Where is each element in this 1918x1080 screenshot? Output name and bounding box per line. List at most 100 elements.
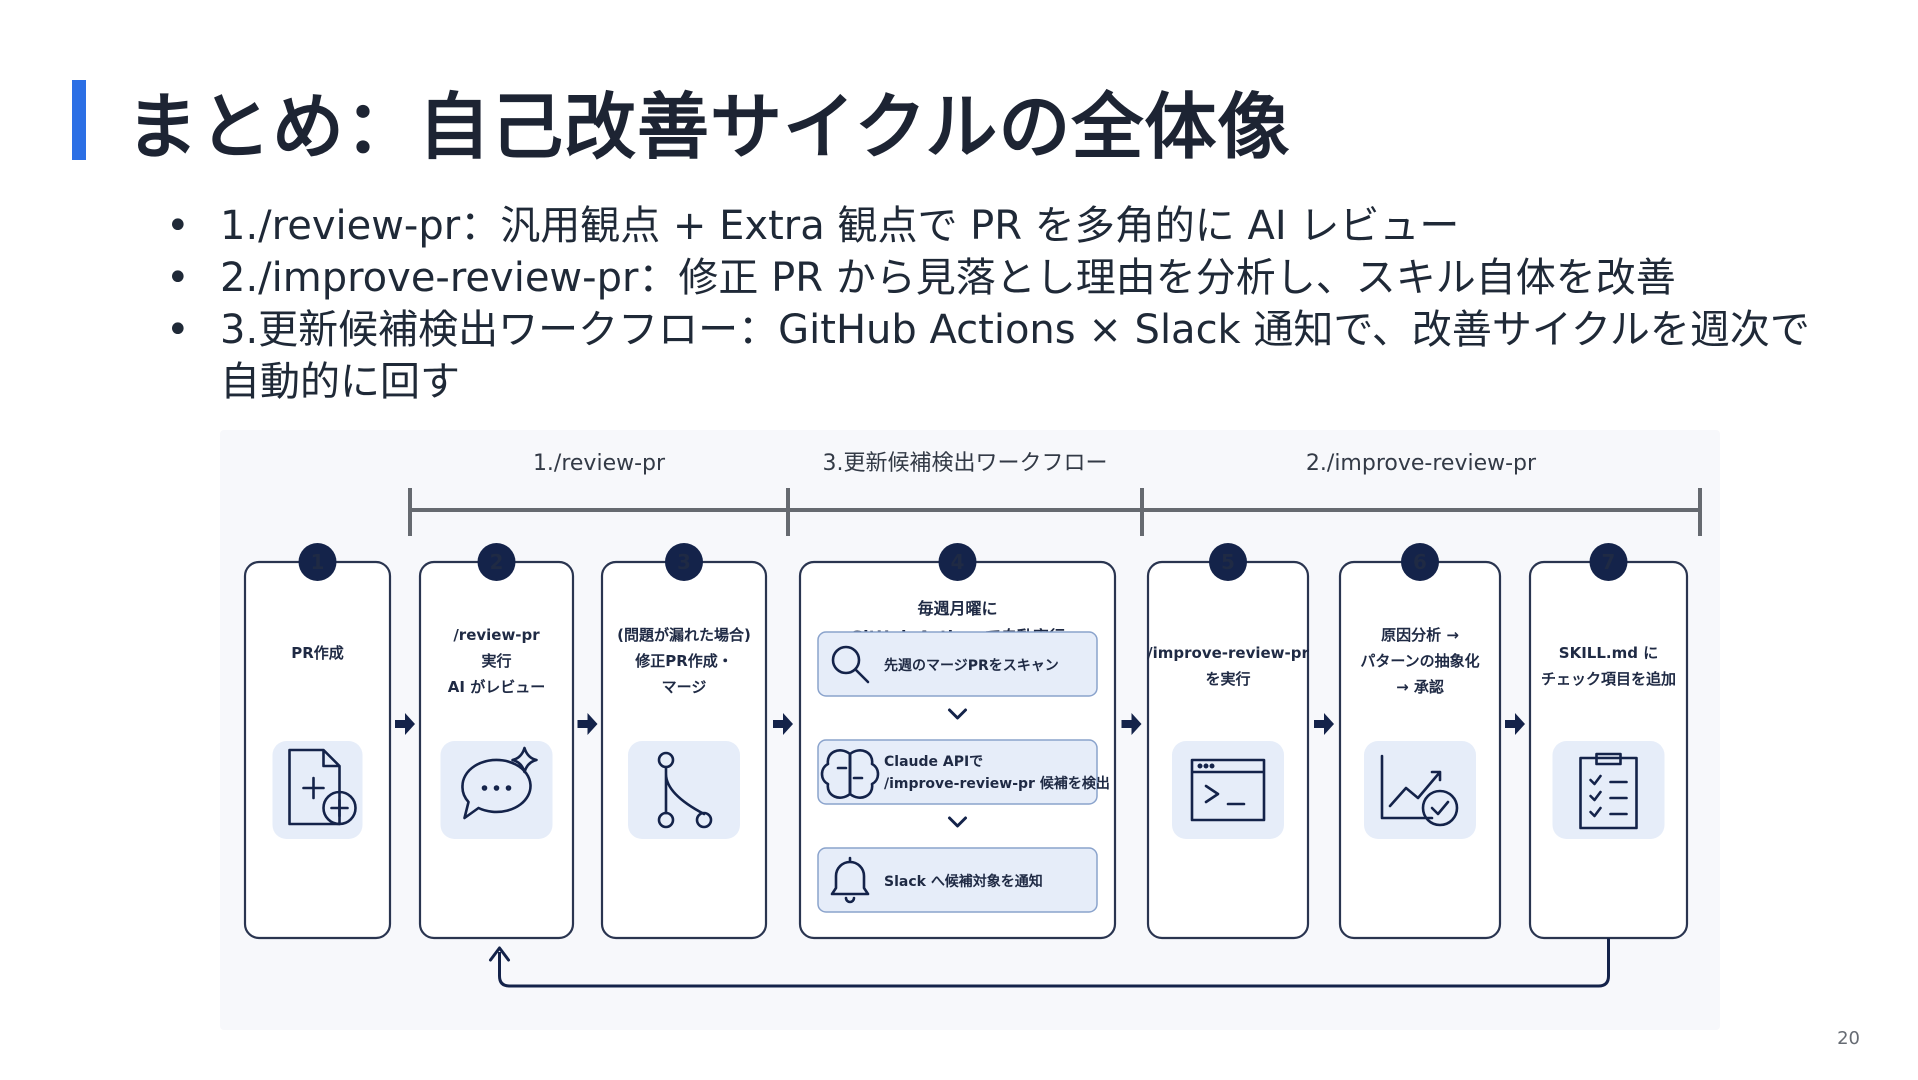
step-label-line: → 承認: [1396, 678, 1444, 696]
chart-check-icon-stroke: [1380, 754, 1434, 820]
step-number-badge: [665, 543, 703, 581]
substep-label: 先週のマージPRをスキャン: [884, 657, 1059, 674]
arrow-right-icon: [1121, 713, 1142, 735]
step-label-line: /improve-review-pr: [1147, 644, 1309, 662]
file-add-icon-stroke: [302, 776, 325, 800]
terminal-icon-stroke: [1204, 784, 1246, 806]
arrow-right-icon: [395, 713, 415, 735]
file-add-icon: [288, 748, 357, 826]
step-label-line: 実行: [481, 652, 511, 670]
arrow-up-icon: [489, 946, 510, 962]
page-number: 20: [1837, 1028, 1860, 1049]
icon-background: [1172, 741, 1284, 839]
step-label-line: チェック項目を追加: [1541, 670, 1676, 688]
substep-box: 先週のマージPRをスキャン: [817, 631, 1098, 697]
step-number: 4: [951, 550, 965, 574]
substep-frame: [817, 847, 1098, 913]
step-label-line: PR作成: [291, 644, 344, 662]
chevron-down-icon: [948, 816, 967, 828]
step-number: 6: [1413, 550, 1427, 574]
arrow-right-icon: [773, 713, 793, 735]
step-number: 2: [490, 550, 504, 574]
step-label-line: SKILL.md に: [1559, 644, 1658, 662]
arrow-right-icon: [1505, 713, 1525, 735]
chart-check-icon: [1380, 754, 1459, 827]
chevron-down-icon: [948, 708, 967, 720]
step-number-badge: [938, 543, 977, 581]
clipboard-check-icon-stroke: [1579, 752, 1638, 830]
terminal-icon-stroke: [1197, 763, 1203, 769]
clipboard-check-icon-stroke: [1589, 774, 1628, 786]
substep-frame: [817, 631, 1098, 697]
bell-icon-stroke: [830, 856, 870, 904]
arrow-right-icon: [1314, 713, 1334, 735]
phase-label: 1./review-pr: [533, 451, 666, 476]
chart-check-icon-stroke: [1388, 770, 1442, 808]
substep-box: Slack へ候補対象を通知: [817, 847, 1098, 913]
file-add-icon-stroke: [288, 748, 341, 826]
chart-check-icon-stroke: [1421, 789, 1459, 827]
workflow-diagram: 1./review-pr 3.更新候補検出ワークフロー 2./improve-rev…: [243, 451, 1702, 988]
terminal-icon-stroke: [1203, 763, 1209, 769]
step-card-5: 5/improve-review-pr を実行: [1146, 543, 1309, 940]
chart-check-icon-stroke: [1430, 800, 1450, 816]
step-label-line: を実行: [1205, 670, 1250, 688]
brain-icon-stroke: [820, 749, 852, 799]
chat-sparkle-icon-stroke: [493, 785, 500, 791]
step-card-2: 2/review-pr 実行 AI がレビュー: [418, 543, 575, 940]
step-number-badge: [1209, 543, 1247, 581]
step-number: 3: [677, 550, 691, 574]
chat-sparkle-icon-stroke: [505, 785, 512, 791]
substep-label: Claude APIで: [884, 754, 983, 770]
clipboard-check-icon-stroke: [1589, 806, 1628, 818]
bullet-list: 1./review-pr：汎用観点 + Extra 観点で PR を多角的に A…: [160, 200, 1840, 408]
terminal-icon: [1190, 758, 1266, 822]
slide-title: まとめ：自己改善サイクルの全体像: [126, 85, 1291, 169]
workflow-diagram-panel: 1./review-pr 3.更新候補検出ワークフロー 2./improve-rev…: [220, 430, 1720, 1030]
step-label-line: 毎週月曜に: [917, 599, 997, 618]
bell-icon: [830, 856, 870, 904]
step-number-badge: [1589, 543, 1628, 581]
phase-label: 3.更新候補検出ワークフロー: [823, 451, 1108, 476]
phase-label: 2./improve-review-pr: [1306, 451, 1537, 476]
icon-background: [1364, 741, 1476, 839]
git-merge-icon-stroke: [664, 765, 706, 816]
substep-frame: [817, 739, 1098, 805]
chat-sparkle-icon-stroke: [481, 785, 488, 791]
brain-icon-stroke: [836, 752, 864, 796]
icon-background: [1552, 741, 1665, 839]
step-card-3: 3(問題が漏れた場合)修正PR作成・マージ: [600, 543, 768, 940]
file-add-icon-stroke: [330, 798, 349, 818]
step-number-badge: [477, 543, 516, 581]
step-number-badge: [1401, 543, 1439, 581]
step-number-badge: [298, 543, 337, 581]
step-label-line: AI がレビュー: [448, 678, 545, 696]
bullet-item: 3.更新候補検出ワークフロー：GitHub Actions × Slack 通知…: [160, 304, 1840, 408]
step-label-line: 原因分析 →: [1381, 626, 1459, 644]
bullet-item: 2./improve-review-pr：修正 PR から見落とし理由を分析し、…: [160, 252, 1840, 304]
step-label-line: パターンの抽象化: [1360, 652, 1479, 670]
chat-sparkle-icon-stroke: [511, 746, 538, 774]
clipboard-check-icon-stroke: [1589, 790, 1628, 802]
bullet-item: 1./review-pr：汎用観点 + Extra 観点で PR を多角的に A…: [160, 200, 1840, 252]
search-icon-stroke: [854, 668, 870, 684]
arrow-right-icon: [577, 713, 598, 735]
brain-icon: [820, 749, 880, 799]
step-label-line: マージ: [662, 678, 707, 696]
git-merge-icon: [657, 751, 713, 829]
substep-box: Claude APIで/improve-review-pr 候補を検出: [817, 739, 1110, 805]
step-card-6: 6 原因分析 → パターンの抽象化 → 承認: [1338, 543, 1502, 940]
terminal-icon-stroke: [1190, 758, 1266, 822]
title-accent-bar: [72, 80, 86, 160]
step-number: 7: [1602, 550, 1616, 574]
substep-label: /improve-review-pr 候補を検出: [884, 775, 1110, 792]
step-number: 5: [1221, 550, 1235, 574]
clipboard-check-icon: [1579, 752, 1638, 830]
search-icon-stroke: [831, 645, 861, 675]
step-label-line: /review-pr: [453, 626, 540, 644]
brain-icon-stroke: [848, 749, 880, 799]
substep-label: Slack へ候補対象を通知: [884, 873, 1043, 890]
step-number: 1: [311, 550, 325, 574]
